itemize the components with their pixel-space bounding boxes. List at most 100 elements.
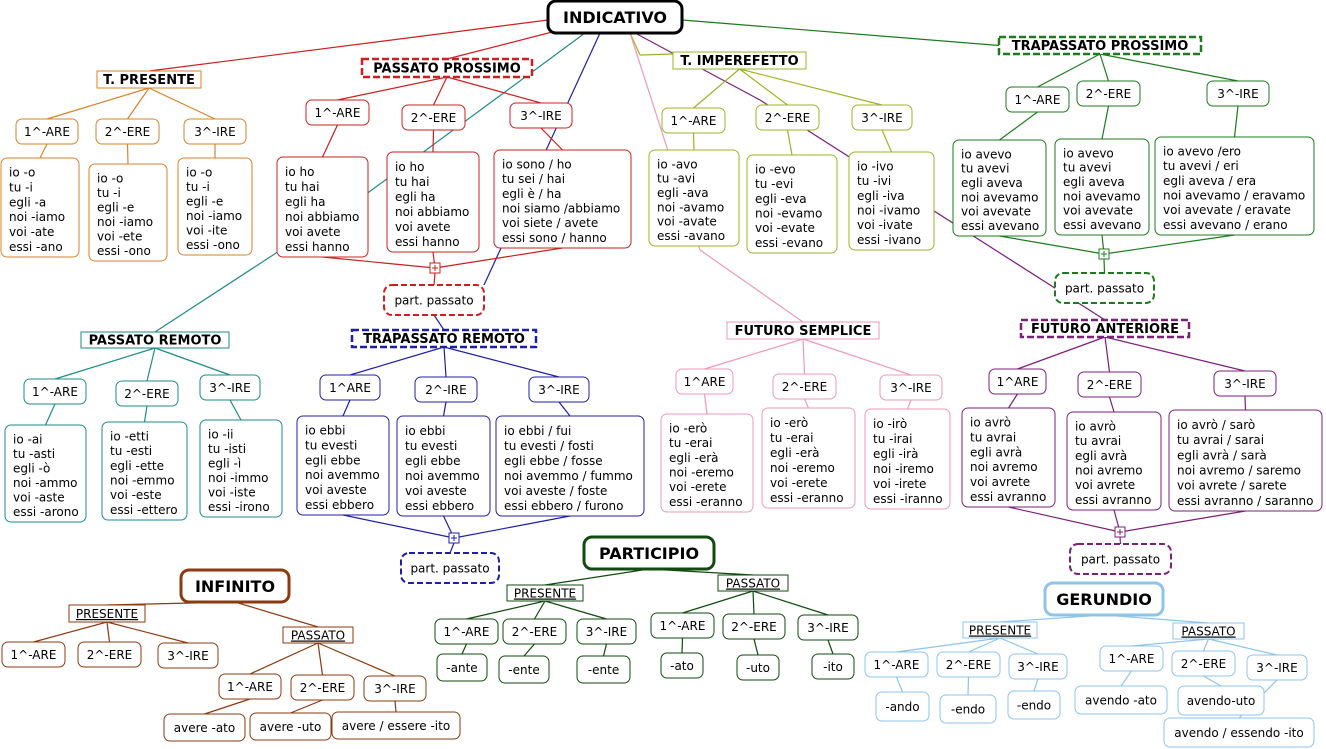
tp-ire-button[interactable]: 3^-IRE <box>183 118 247 145</box>
gs-ere-button[interactable]: 2^-ERE <box>1171 650 1236 677</box>
trp-ere-button[interactable]: 2^-ERE <box>1076 80 1141 107</box>
avere-essere-ito-node[interactable]: avere / essere -ito <box>331 711 461 740</box>
collapse-toggle-icon[interactable] <box>1114 526 1126 538</box>
avere-uto-node[interactable]: avere -uto <box>249 712 332 741</box>
trr-part-passato-node[interactable]: part. passato <box>400 552 500 584</box>
gs-ire-button[interactable]: 3^-IRE <box>1246 654 1308 681</box>
avere-ato-node[interactable]: avere -ato <box>163 713 246 742</box>
trp-are-button[interactable]: 1^-ARE <box>1005 86 1070 113</box>
ps-ire-button[interactable]: 3^-IRE <box>797 614 859 641</box>
tp-are-button[interactable]: 1^-ARE <box>15 118 79 145</box>
indicativo-node[interactable]: INDICATIVO <box>546 0 684 35</box>
is-ere-button[interactable]: 2^-ERE <box>290 674 355 701</box>
gerundio-node[interactable]: GERUNDIO <box>1043 581 1165 617</box>
participio-node[interactable]: PARTICIPIO <box>582 535 716 571</box>
ge-ere-button[interactable]: 2^-ERE <box>936 651 1001 678</box>
trapassato-remoto-node[interactable]: TRAPASSATO REMOTO <box>350 328 538 349</box>
uto-node[interactable]: -uto <box>736 654 780 681</box>
ti-are-button[interactable]: 1^-ARE <box>661 107 726 134</box>
ato-node[interactable]: -ato <box>660 652 704 679</box>
ti-ire-button[interactable]: 3^-IRE <box>851 104 913 131</box>
futuro-semplice-node[interactable]: FUTURO SEMPLICE <box>726 321 880 340</box>
ente3-node[interactable]: -ente <box>576 655 631 684</box>
ente-node[interactable]: -ente <box>498 655 550 684</box>
avendo-essendo-ito-node[interactable]: avendo / essendo -ito <box>1163 717 1315 748</box>
infinito-node[interactable]: INFINITO <box>179 568 291 604</box>
ti-ere-button[interactable]: 2^-ERE <box>755 104 820 131</box>
futuro-anteriore-node[interactable]: FUTURO ANTERIORE <box>1019 318 1191 339</box>
trp-ire-button[interactable]: 3^-IRE <box>1206 80 1270 107</box>
tr-ire-button[interactable]: 2^-IRE <box>414 376 478 403</box>
ito-node[interactable]: -ito <box>811 653 855 680</box>
t-imperfetto-node[interactable]: T. IMPEREFETTO <box>672 51 807 70</box>
participio-presente-node[interactable]: PRESENTE <box>506 584 584 602</box>
fs-are-button[interactable]: 1^ARE <box>675 368 734 395</box>
pp-are-button[interactable]: 1^-ARE <box>305 99 370 126</box>
pa-are-button[interactable]: 1^-ARE <box>434 618 499 645</box>
fa-are-button[interactable]: 1^ARE <box>988 368 1047 395</box>
gs-are-button[interactable]: 1^-ARE <box>1099 645 1164 672</box>
fa-ere-button[interactable]: 2^-ERE <box>1077 371 1142 398</box>
passato-prossimo-node[interactable]: PASSATO PROSSIMO <box>360 57 534 79</box>
passato-remoto-node[interactable]: PASSATO REMOTO <box>80 331 230 349</box>
ge-are-button[interactable]: 1^-ARE <box>864 651 929 678</box>
ge-ire-button[interactable]: 3^-IRE <box>1008 653 1068 680</box>
infinito-passato-node[interactable]: PASSATO <box>282 626 354 644</box>
trp-part-passato-node[interactable]: part. passato <box>1054 272 1155 304</box>
ps-are-button[interactable]: 1^-ARE <box>650 612 715 639</box>
pp-ere-button[interactable]: 2^-ERE <box>401 104 466 131</box>
pr-ire-button[interactable]: 3^-IRE <box>199 374 261 401</box>
inf-are-button[interactable]: 1^-ARE <box>1 641 66 668</box>
fs-ere-button[interactable]: 2^-ERE <box>772 373 837 400</box>
pa-ire-button[interactable]: 3^-IRE <box>576 618 637 645</box>
inf-ere-button[interactable]: 2^-ERE <box>77 641 142 668</box>
is-ire-button[interactable]: 3^-IRE <box>363 675 427 702</box>
infinito-presente-node[interactable]: PRESENTE <box>68 604 146 623</box>
endo3-node[interactable]: -endo <box>1007 690 1061 720</box>
fs-ire-button[interactable]: 3^-IRE <box>879 374 943 401</box>
pp-part-passato-node[interactable]: part. passato <box>383 284 485 316</box>
ps-ere-button[interactable]: 2^-ERE <box>722 613 786 640</box>
collapse-toggle-icon[interactable] <box>429 262 441 274</box>
avendo-ato-node[interactable]: avendo -ato <box>1074 685 1168 715</box>
pa-ere-button[interactable]: 2^-ERE <box>502 618 567 645</box>
ante-node[interactable]: -ante <box>436 653 488 682</box>
pr-ere-button[interactable]: 2^-ERE <box>115 380 179 407</box>
fa-ire-button[interactable]: 3^-IRE <box>1213 370 1277 397</box>
is-are-button[interactable]: 1^-ARE <box>218 673 282 700</box>
avendo-uto-node[interactable]: avendo-uto <box>1177 685 1265 716</box>
tp-ere-button[interactable]: 2^-ERE <box>95 118 160 145</box>
gerundio-passato-node[interactable]: PASSATO <box>1172 622 1245 640</box>
t-presente-node[interactable]: T. PRESENTE <box>96 70 202 89</box>
participio-passato-node[interactable]: PASSATO <box>717 574 789 592</box>
gerundio-presente-node[interactable]: PRESENTE <box>962 621 1038 639</box>
inf-ire-button[interactable]: 3^-IRE <box>157 642 219 669</box>
tr-ire3-button[interactable]: 3^-IRE <box>528 376 590 403</box>
collapse-toggle-icon[interactable] <box>1098 248 1110 260</box>
collapse-toggle-icon[interactable] <box>448 532 460 544</box>
trapassato-prossimo-node[interactable]: TRAPASSATO PROSSIMO <box>997 35 1203 56</box>
tr-are-button[interactable]: 1^ARE <box>319 374 381 401</box>
